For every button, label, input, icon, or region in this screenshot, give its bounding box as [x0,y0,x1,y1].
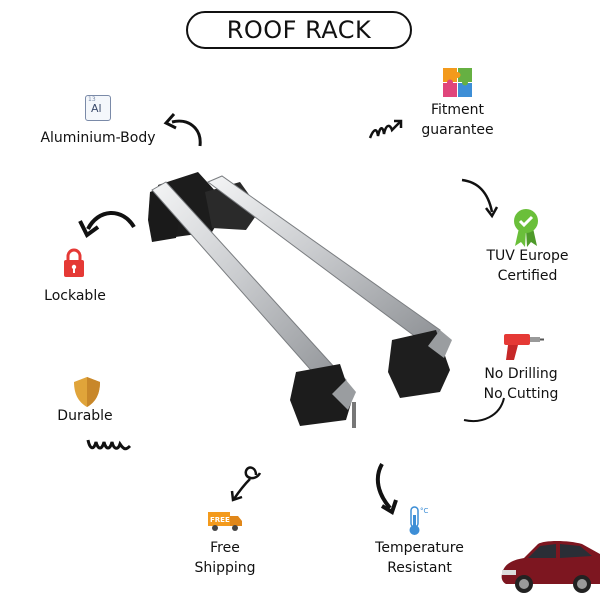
aluminium-label: Aluminium-Body [40,130,156,146]
shipping-label: Free Shipping [180,538,270,578]
curved-arrow-icon [463,397,505,422]
fitment-label: Fitment guarantee [400,100,515,140]
puzzle-icon [443,68,472,97]
temperature-line2: Resistant [387,560,452,576]
squiggle-arrow-icon [368,119,403,139]
padlock-icon [64,248,84,277]
durable-label: Durable [57,408,113,424]
thermometer-icon: °C [409,506,429,535]
tuv-label: TUV Europe Certified [470,246,585,286]
temperature-label: Temperature Resistant [362,538,477,578]
tuv-line1: TUV Europe [486,248,569,264]
curved-arrow-icon [163,113,202,147]
shipping-line1: Free [210,540,240,556]
squiggle-arrow-icon [461,178,499,219]
curved-arrow-icon [375,463,398,515]
lockable-label: Lockable [44,288,106,304]
curved-arrow-icon [78,211,136,239]
delivery-truck-icon: FREE [208,512,242,531]
drilling-label: No Drilling No Cutting [465,364,577,404]
shipping-badge-text: FREE [210,516,230,524]
squiggle-arrow-icon [86,439,132,451]
temperature-line1: Temperature [375,540,464,556]
drill-icon [504,334,544,360]
drilling-line1: No Drilling [484,366,558,382]
curved-arrow-icon [230,466,262,502]
certified-badge-icon [514,209,538,247]
fitment-line1: Fitment [430,102,485,118]
fitment-line2: guarantee [421,122,494,138]
shield-icon [74,377,100,407]
element-number: 13 [88,96,96,103]
aluminium-element-icon: 13 Al [85,95,111,121]
temperature-unit: °C [420,507,429,515]
element-symbol: Al [91,102,102,115]
tuv-line2: Certified [497,268,558,284]
front-crossbar [148,181,356,428]
page-title: ROOF RACK [186,11,412,49]
drilling-line2: No Cutting [483,386,559,402]
shipping-line2: Shipping [194,560,256,576]
car-image [501,541,600,593]
